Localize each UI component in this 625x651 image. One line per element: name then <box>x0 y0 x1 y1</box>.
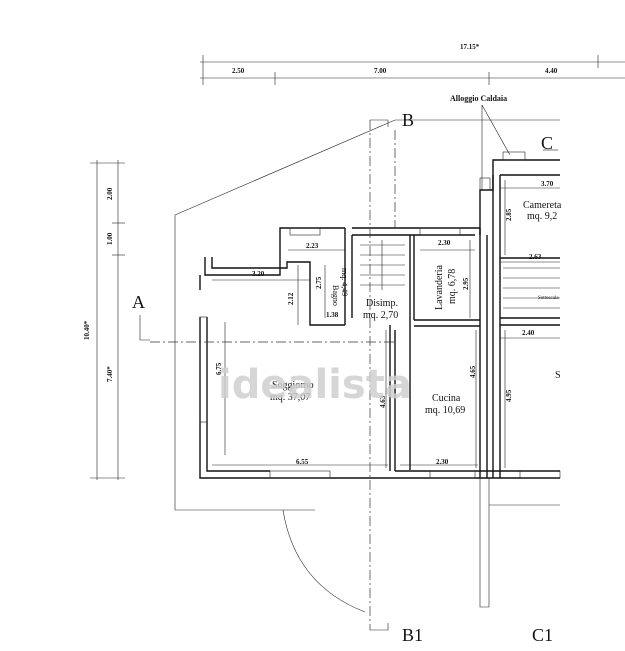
dim-2-30-bottom: 2.30 <box>436 458 449 466</box>
dim-3-20: 3.20 <box>252 270 265 278</box>
sottoscala-label: Sottoscala <box>538 296 559 301</box>
dim-1-38: 1.38 <box>326 311 339 319</box>
dim-6-75: 6.75 <box>215 362 223 375</box>
section-b1-label: B1 <box>402 625 423 645</box>
idealista-watermark: idealista <box>218 362 412 408</box>
dim-6-55: 6.55 <box>296 458 309 466</box>
room-soggiorno: Soggiorno mq. 37,07 <box>270 380 314 403</box>
dim-2-95: 2.95 <box>462 277 470 290</box>
alloggio-caldaia-callout: Alloggio Caldaia <box>450 94 511 190</box>
section-b-label: B <box>402 110 414 130</box>
dim-top-2: 7.00 <box>374 67 387 75</box>
dim-2-63: 2.63 <box>529 253 542 261</box>
room-name: Disimp. <box>366 298 398 309</box>
room-lavanderia: Lavanderia mq. 6,78 <box>434 264 458 310</box>
dim-2-75: 2.75 <box>315 276 323 289</box>
interior-dimension-values: 3.20 2.12 2.23 2.75 1.38 2.30 2.95 6.75 … <box>215 180 554 466</box>
stairs-right <box>503 267 560 309</box>
dim-4-95: 4.95 <box>505 389 513 402</box>
room-name: Camereta <box>523 200 562 211</box>
terrace-outline <box>174 119 560 613</box>
dim-top-1: 2.50 <box>232 67 245 75</box>
room-area: mq. 10,69 <box>425 405 465 416</box>
dim-2-40: 2.40 <box>522 329 535 337</box>
room-name: Soggiorno <box>272 380 314 391</box>
room-disimpegno: Disimp. mq. 2,70 <box>363 298 398 321</box>
room-area: mq. 37,07 <box>270 392 310 403</box>
dim-left-2: 1.00 <box>106 232 114 245</box>
room-cameretta: Camereta mq. 9,2 <box>523 200 562 222</box>
dim-left-1: 2.00 <box>106 187 114 200</box>
room-name: Bagno <box>331 285 340 306</box>
dim-top-3: 4.40 <box>545 67 558 75</box>
room-area: mq. 4,49 <box>340 268 349 296</box>
section-c-label: C <box>541 133 553 153</box>
room-area: mq. 2,70 <box>363 310 398 321</box>
room-name: Cucina <box>432 393 461 404</box>
alloggio-caldaia-label: Alloggio Caldaia <box>450 94 507 103</box>
room-bagno: Bagno mq. 4,49 <box>331 268 349 306</box>
partial-room-label: S <box>555 370 561 381</box>
section-axes <box>139 119 558 631</box>
room-name: Lavanderia <box>434 264 445 310</box>
left-dimension-chain: 10.40* 2.00 1.00 7.40* <box>83 160 125 480</box>
dim-left-lower: 7.40* <box>106 366 114 382</box>
dim-left-total: 10.40* <box>83 320 91 340</box>
section-c1-label: C1 <box>532 625 553 645</box>
dim-2-23: 2.23 <box>306 242 319 250</box>
dim-top-total: 17.15* <box>460 43 480 51</box>
section-a-label: A <box>132 292 145 312</box>
dim-2-30-top: 2.30 <box>438 239 451 247</box>
dim-2-85: 2.85 <box>505 208 513 221</box>
stairs-left <box>360 240 405 290</box>
room-cucina: Cucina mq. 10,69 <box>425 393 465 416</box>
windows <box>199 151 561 479</box>
room-area: mq. 6,78 <box>447 269 458 304</box>
top-dimension-chain: 17.15* 2.50 7.00 4.40 <box>200 43 625 85</box>
interior-dimension-lines <box>212 180 560 468</box>
dim-3-70: 3.70 <box>541 180 554 188</box>
dim-4-65: 4.65 <box>469 365 477 378</box>
dim-4-63: 4.63 <box>379 395 387 408</box>
dim-2-12: 2.12 <box>287 292 295 305</box>
room-area: mq. 9,2 <box>527 211 557 222</box>
